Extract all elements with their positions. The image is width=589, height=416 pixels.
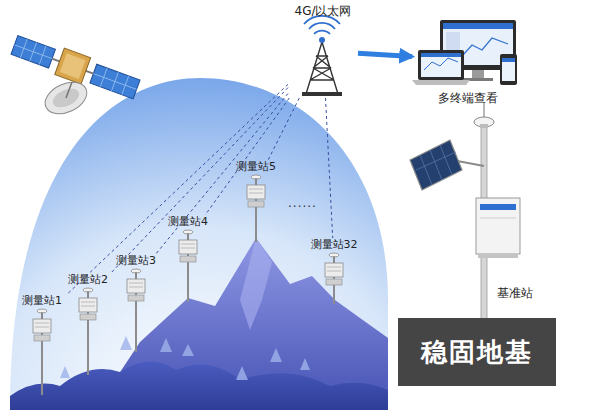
- satellite: [93, 74, 136, 90]
- cell-tower: [306, 42, 338, 94]
- measuring-station: 测量站32: [302, 238, 366, 286]
- terminal-devices: [418, 50, 464, 80]
- node-label: 稳固地基: [421, 338, 533, 367]
- mountain-range: [10, 361, 388, 410]
- reference-station: [410, 140, 462, 190]
- terminal-devices: [502, 58, 515, 81]
- terminal-devices: [502, 58, 515, 62]
- station-devices: [179, 230, 197, 262]
- cell-tower: [319, 37, 325, 43]
- reference-station: [476, 198, 520, 254]
- satellite: [90, 64, 140, 99]
- station-devices: [79, 288, 97, 320]
- ellipsis-label: ......: [288, 196, 317, 210]
- wireless-link: [326, 98, 333, 238]
- terminal-devices: [424, 58, 458, 70]
- terminal-group: 多终端查看: [412, 14, 524, 106]
- node-label: 4G/以太网: [288, 4, 358, 19]
- satellite: [86, 71, 94, 74]
- trees: [120, 336, 132, 350]
- measuring-station: 测量站2: [60, 273, 116, 321]
- measuring-station: 测量站4: [160, 215, 216, 263]
- reference-station: [416, 145, 456, 185]
- node-label: 基准站: [497, 286, 533, 301]
- satellite: [10, 32, 142, 120]
- reference-station: [480, 218, 516, 219]
- reference-station: [474, 117, 494, 127]
- data-arrow: [358, 53, 412, 56]
- reference-station: 基准站: [405, 112, 545, 306]
- satellite: [14, 45, 52, 59]
- terminal-devices: [421, 53, 461, 77]
- wireless-link: [268, 98, 299, 160]
- reference-station: [478, 254, 518, 258]
- coverage-dome: [10, 78, 388, 410]
- wireless-link: [205, 98, 289, 215]
- satellite: [66, 82, 72, 98]
- measuring-station: 测量站3: [108, 254, 164, 302]
- measuring-station: 测量站5: [228, 160, 284, 208]
- foundation-block: 稳固地基: [398, 318, 556, 386]
- terminal-devices: [412, 80, 470, 85]
- station-devices: [127, 269, 145, 301]
- cell-tower: [314, 31, 330, 34]
- terminal-devices: [421, 53, 461, 57]
- node-label: 测量站32: [302, 238, 366, 252]
- terminal-devices: [443, 23, 513, 29]
- trees: [300, 358, 310, 370]
- cell-tower: [302, 92, 342, 96]
- station-devices: [247, 175, 265, 207]
- mountain-range: [10, 238, 388, 410]
- terminal-devices: [463, 38, 508, 55]
- station-poles: [42, 175, 334, 395]
- terminal-devices: [412, 20, 517, 85]
- trees: [60, 366, 70, 378]
- cell-tower: [309, 23, 335, 29]
- satellite: [40, 76, 92, 120]
- node-label: 测量站4: [160, 215, 216, 229]
- node-label: 测量站5: [228, 160, 284, 174]
- trees: [182, 344, 194, 356]
- coverage-dome: [10, 78, 388, 410]
- wireless-link: [67, 84, 288, 294]
- station-devices: [325, 253, 343, 285]
- node-label: 测量站2: [60, 273, 116, 287]
- mountain-range: [240, 238, 272, 330]
- node-label: 多终端查看: [412, 91, 524, 106]
- terminal-devices: [500, 54, 517, 85]
- trees: [60, 336, 310, 380]
- satellite: [60, 53, 86, 79]
- station-devices: [33, 309, 51, 341]
- reference-station: [480, 124, 488, 128]
- node-label: 测量站3: [108, 254, 164, 268]
- satellite: [11, 36, 55, 68]
- cell-tower: [302, 16, 342, 96]
- node-label: 测量站1: [14, 294, 70, 308]
- wireless-link: [111, 88, 288, 273]
- wireless-link: [156, 94, 288, 255]
- terminal-devices: [472, 70, 484, 78]
- trees: [236, 366, 248, 380]
- trees: [270, 348, 282, 362]
- measuring-station: 测量站1: [14, 294, 70, 342]
- reference-station: [480, 204, 516, 210]
- trees: [160, 338, 172, 352]
- satellite: [55, 48, 91, 84]
- satellite: [52, 59, 60, 62]
- network-tower: 4G/以太网: [288, 4, 358, 98]
- station-devices: [33, 175, 343, 341]
